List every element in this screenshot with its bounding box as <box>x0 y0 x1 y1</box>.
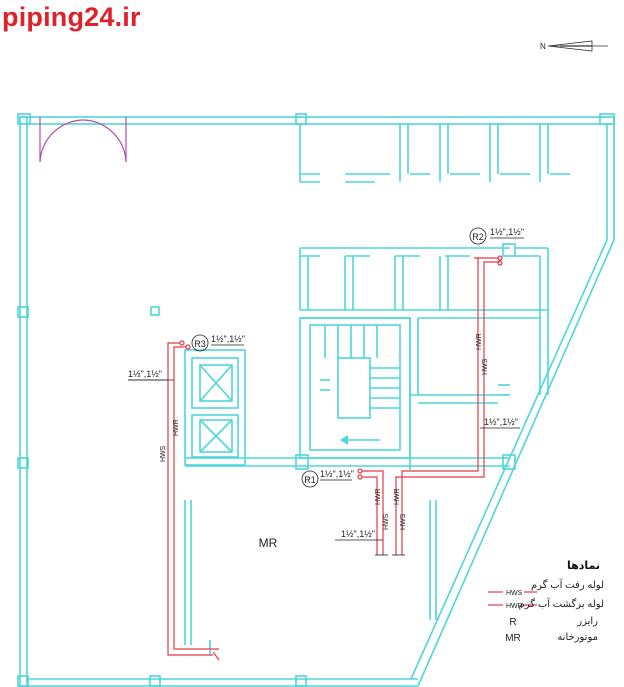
middle-storage-cells <box>299 243 549 396</box>
legend-label-hws: لوله رفت آب گرم <box>531 578 604 591</box>
corridor-walls <box>184 454 516 655</box>
riser-r3-id: R3 <box>194 339 206 349</box>
riser-r3-size: 1½",1½" <box>211 334 245 344</box>
legend-label-riser: رایزر <box>576 616 598 627</box>
room-label-mr: MR <box>259 536 278 550</box>
pipe-label-hws-r3: HWS <box>160 445 167 462</box>
pipe-label-hws-r1a: HWS <box>383 513 390 530</box>
north-arrow-icon: N <box>540 40 608 52</box>
branch-size-r3: 1½",1½" <box>128 369 162 379</box>
legend-label-mr: موتورخانه <box>557 632 598 643</box>
elevator-shafts <box>184 349 246 466</box>
pipe-label-hwr-r1b: HWR <box>394 488 401 505</box>
legend-title: نمادها <box>567 559 600 572</box>
riser-tag-r3: R3 1½",1½" <box>191 334 245 352</box>
outer-walls <box>17 113 615 687</box>
legend-code-hwr: HWR <box>506 603 523 610</box>
entrance-door <box>39 117 127 163</box>
legend-code-riser: R <box>509 617 516 628</box>
pipe-label-hws-r1b: HWS <box>400 513 407 530</box>
legend: نمادها HWS لوله رفت آب گرم HWR لوله برگش… <box>488 559 604 644</box>
riser-r1-size: 1½",1½" <box>320 469 354 479</box>
riser-r3-pipes <box>128 340 220 661</box>
pipe-label-hws-r2: HWS <box>482 358 489 375</box>
pipe-label-hwr-r2: HWR <box>476 333 483 350</box>
riser-tag-r1: R1 1½",1½" <box>301 469 354 488</box>
legend-label-hwr: لوله برگشت آب گرم <box>519 597 604 610</box>
north-arrow-label: N <box>540 42 546 51</box>
legend-code-mr: MR <box>505 633 521 644</box>
riser-tag-r2: R2 1½",1½" <box>469 227 524 245</box>
riser-r2-id: R2 <box>472 232 484 242</box>
riser-r2-size: 1½",1½" <box>490 227 524 237</box>
stair-core <box>299 317 498 470</box>
pipe-label-hwr-r3: HWR <box>173 419 180 436</box>
top-storage-cells <box>299 124 570 183</box>
riser-r1-id: R1 <box>304 475 316 485</box>
legend-code-hws: HWS <box>506 590 523 597</box>
brand-logo-text: piping24.ir <box>2 2 141 32</box>
branch-size-r2: 1½",1½" <box>484 417 518 427</box>
branch-size-r1: 1½",1½" <box>341 529 375 539</box>
riser-r1-pipes <box>335 255 520 556</box>
stair-arrow-icon <box>340 435 348 445</box>
pipe-label-hwr-r1a: HWR <box>375 488 382 505</box>
